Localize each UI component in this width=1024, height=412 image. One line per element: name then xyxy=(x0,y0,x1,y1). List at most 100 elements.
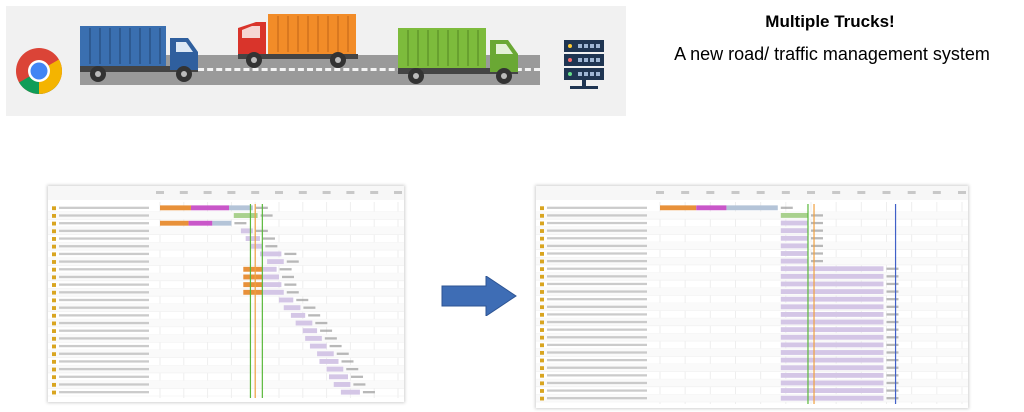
url-text-placeholder xyxy=(547,358,647,362)
lock-icon xyxy=(540,396,544,401)
tick-mark xyxy=(179,191,188,194)
tick-mark xyxy=(731,191,740,194)
request-bar xyxy=(279,297,294,303)
lock-icon xyxy=(52,229,56,234)
tick-mark xyxy=(681,191,690,194)
timing-text-placeholder xyxy=(296,298,309,302)
url-text-placeholder xyxy=(547,320,647,324)
request-bar xyxy=(780,212,808,218)
request-bar xyxy=(780,319,884,325)
request-bar xyxy=(780,281,884,287)
row-band xyxy=(48,365,404,373)
lock-icon xyxy=(540,259,544,264)
url-text-placeholder xyxy=(59,360,149,363)
request-bar xyxy=(780,311,884,317)
url-text-placeholder xyxy=(59,298,149,302)
timing-text-placeholder xyxy=(308,314,321,317)
timing-text-placeholder xyxy=(886,305,899,308)
lock-icon xyxy=(540,267,544,272)
lock-icon xyxy=(52,336,56,341)
timing-text-placeholder xyxy=(886,282,899,286)
url-text-placeholder xyxy=(547,282,647,286)
timing-text-placeholder xyxy=(341,360,354,363)
row-band xyxy=(536,303,968,311)
lock-icon xyxy=(540,328,544,332)
row-band xyxy=(48,349,404,358)
lock-icon xyxy=(540,221,544,226)
row-band xyxy=(48,273,404,281)
lock-icon xyxy=(540,206,544,211)
timing-text-placeholder xyxy=(810,259,823,263)
url-text-placeholder xyxy=(59,275,149,279)
lock-icon xyxy=(540,274,544,279)
request-bar xyxy=(233,213,258,218)
timing-text-placeholder xyxy=(886,351,899,354)
request-bar xyxy=(780,266,884,272)
request-bar xyxy=(333,382,351,387)
timing-text-placeholder xyxy=(886,336,899,339)
lock-icon xyxy=(540,305,544,310)
tick-mark xyxy=(203,191,212,194)
waterfall-before xyxy=(48,186,404,402)
request-bar xyxy=(780,258,808,264)
lock-icon xyxy=(540,343,544,348)
request-bar xyxy=(262,282,282,288)
request-bar xyxy=(190,205,230,211)
request-bar xyxy=(290,312,306,318)
tick-mark xyxy=(156,191,164,194)
row-band xyxy=(48,288,404,297)
lock-icon xyxy=(540,236,544,241)
url-text-placeholder xyxy=(59,314,149,317)
request-bar xyxy=(780,243,808,249)
lock-icon xyxy=(52,221,56,226)
timing-text-placeholder xyxy=(810,229,823,232)
tick-mark xyxy=(298,191,307,194)
timing-text-placeholder xyxy=(265,245,278,248)
timing-text-placeholder xyxy=(810,214,823,217)
request-bar xyxy=(780,342,884,348)
tick-mark xyxy=(251,191,260,194)
timing-text-placeholder xyxy=(886,389,899,392)
row-band xyxy=(536,333,968,342)
timing-text-placeholder xyxy=(284,283,297,286)
lock-icon xyxy=(52,237,56,241)
lock-icon xyxy=(52,352,56,357)
url-text-placeholder xyxy=(59,383,149,386)
tick-mark xyxy=(656,191,664,194)
tick-mark xyxy=(756,191,765,194)
lock-icon xyxy=(52,260,56,264)
tick-mark xyxy=(370,191,379,194)
url-text-placeholder xyxy=(547,206,647,209)
url-text-placeholder xyxy=(547,328,647,331)
lock-icon xyxy=(52,313,56,318)
lock-icon xyxy=(540,373,544,378)
timing-text-placeholder xyxy=(351,375,364,378)
url-text-placeholder xyxy=(59,329,149,332)
lock-icon xyxy=(540,320,544,325)
request-bar xyxy=(262,266,277,272)
request-bar xyxy=(262,289,284,295)
lock-icon xyxy=(52,206,56,211)
url-text-placeholder xyxy=(59,268,149,271)
waterfall-header xyxy=(536,186,968,200)
green-truck xyxy=(398,28,518,84)
timing-text-placeholder xyxy=(886,381,899,385)
timing-text-placeholder xyxy=(886,374,899,377)
request-bar xyxy=(243,282,263,288)
tick-mark xyxy=(907,191,916,194)
url-text-placeholder xyxy=(59,367,149,371)
request-bar xyxy=(780,395,884,401)
lock-icon xyxy=(52,344,56,349)
row-band xyxy=(536,318,968,326)
request-bar xyxy=(250,243,263,249)
url-text-placeholder xyxy=(547,343,647,347)
url-text-placeholder xyxy=(59,214,149,217)
timing-text-placeholder xyxy=(886,320,899,324)
request-bar xyxy=(660,205,697,211)
timing-text-placeholder xyxy=(886,366,899,369)
row-band xyxy=(536,226,968,235)
request-bar xyxy=(726,205,778,211)
blue-truck xyxy=(80,26,198,82)
lock-icon xyxy=(540,350,544,355)
timing-text-placeholder xyxy=(262,237,275,240)
